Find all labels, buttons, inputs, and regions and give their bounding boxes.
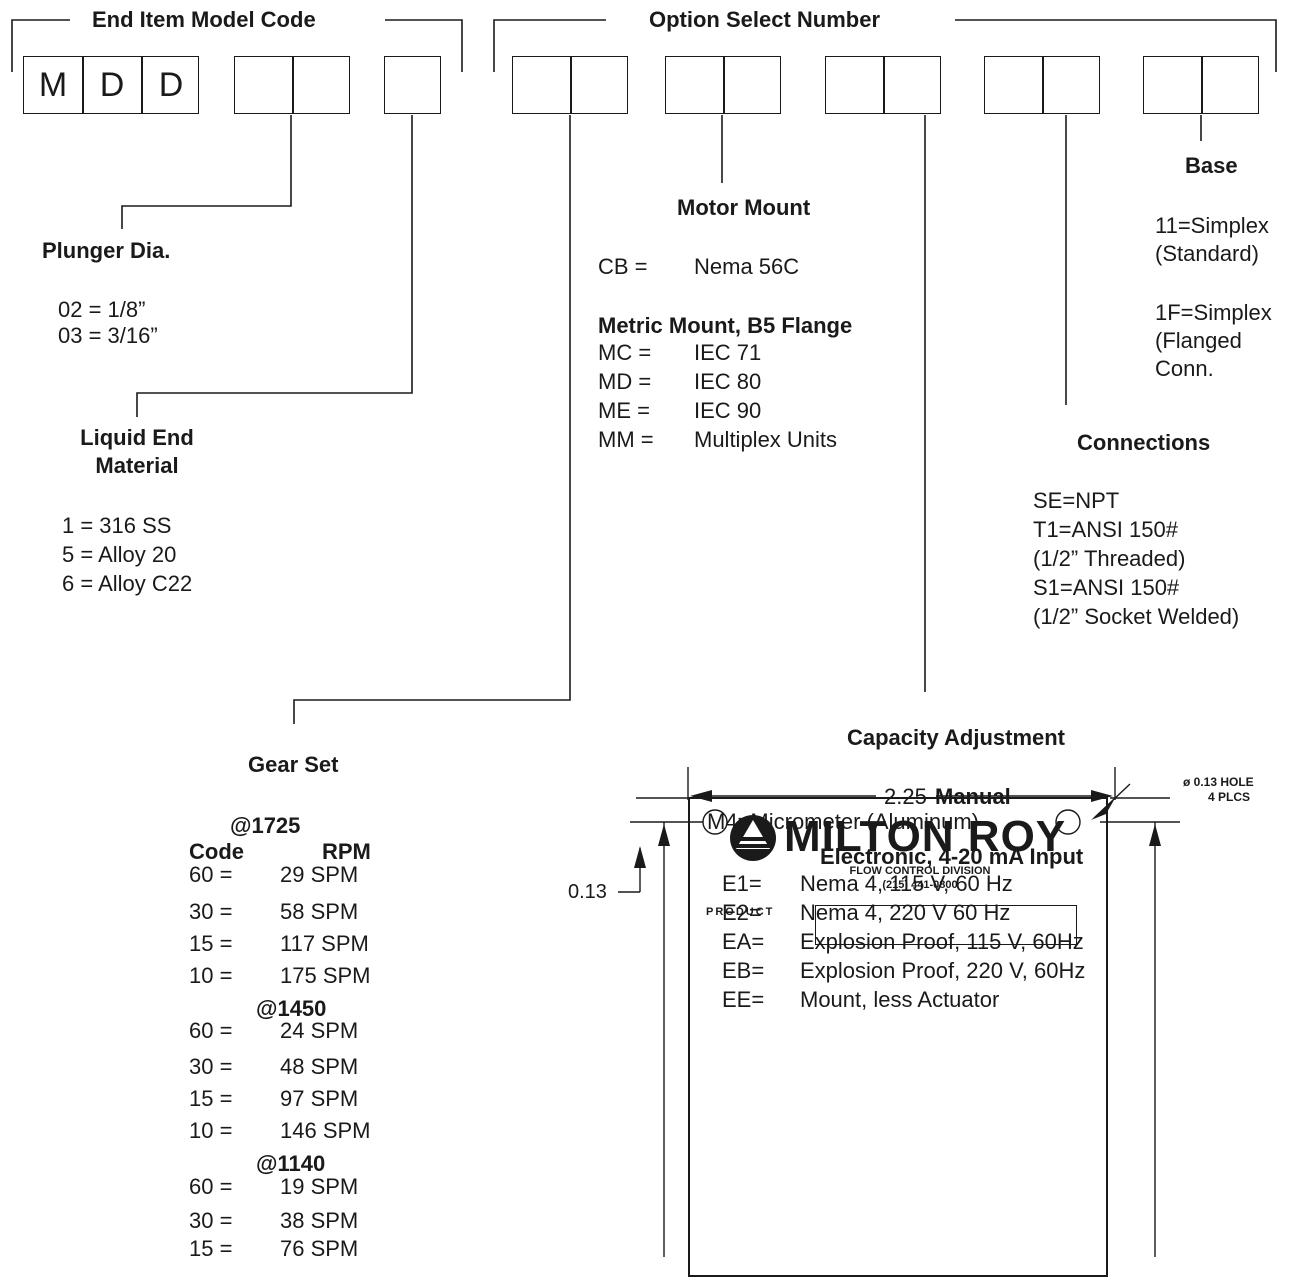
- connections-line: SE=NPT: [1033, 488, 1120, 513]
- gear-spm: 117 SPM: [280, 931, 369, 956]
- motor-mount-code: ME =: [598, 398, 650, 423]
- gear-code: 60 =: [189, 1018, 233, 1043]
- motor-mount-code-box: [665, 56, 781, 114]
- base-code-box: [1143, 56, 1259, 114]
- capacity-manual-title: Manual: [935, 784, 1011, 809]
- motor-mount-cb-value: Nema 56C: [694, 254, 800, 279]
- gear-code: 60 =: [189, 862, 233, 887]
- capacity-code: EB=: [722, 958, 765, 983]
- gear-spm: 146 SPM: [280, 1118, 371, 1143]
- logo-mark-icon: [730, 815, 776, 861]
- capacity-code: E1=: [722, 871, 762, 896]
- width-dimension: 2.25: [884, 784, 927, 809]
- base-line: 1F=Simplex: [1155, 300, 1272, 325]
- gear-spm: 76 SPM: [280, 1236, 359, 1261]
- motor-mount-value: Multiplex Units: [694, 427, 838, 452]
- capacity-value: Mount, less Actuator: [800, 987, 1000, 1012]
- capacity-value: Nema 4, 115 V, 60 Hz: [800, 871, 1013, 896]
- gear-spm: 175 SPM: [280, 963, 371, 988]
- model-letter-d: D: [99, 65, 125, 104]
- connections-code-box: [984, 56, 1100, 114]
- model-code-box: M D D: [23, 56, 199, 114]
- liquid-end-title: Liquid End: [80, 425, 194, 450]
- hole-note-2: 4 PLCS: [1208, 790, 1251, 804]
- base-line: 11=Simplex: [1155, 213, 1269, 238]
- capacity-value: Nema 4, 220 V 60 Hz: [800, 900, 1011, 925]
- connections-line: (1/2” Threaded): [1033, 546, 1186, 571]
- gear-spm: 19 SPM: [280, 1174, 359, 1199]
- gear-code: 10 =: [189, 1118, 233, 1143]
- connections-line: T1=ANSI 150#: [1033, 517, 1178, 542]
- motor-mount-value: IEC 80: [694, 369, 762, 394]
- connections-title: Connections: [1077, 430, 1211, 455]
- plunger-code-box: [234, 56, 350, 114]
- motor-mount-value: IEC 71: [694, 340, 762, 365]
- motor-mount-code: MD =: [598, 369, 652, 394]
- capacity-code: EA=: [722, 929, 765, 954]
- product-label: PRODUCT: [706, 906, 775, 918]
- capacity-code: EE=: [722, 987, 765, 1012]
- division-phone: (215) 441-0800: [882, 879, 958, 891]
- product-field: [815, 905, 1077, 945]
- gear-speed-1450: @1450: [256, 996, 327, 1021]
- gear-rpm-header: RPM: [322, 839, 371, 864]
- base-title: Base: [1185, 153, 1238, 178]
- connections-line: (1/2” Socket Welded): [1033, 604, 1240, 629]
- gear-spm: 38 SPM: [280, 1208, 359, 1233]
- capacity-code: E2=: [722, 900, 762, 925]
- gear-speed-1140: @1140: [256, 1151, 326, 1176]
- liquid-end-item: 1 = 316 SS: [62, 513, 172, 538]
- plunger-dia-title: Plunger Dia.: [42, 238, 171, 263]
- base-line: (Standard): [1155, 241, 1259, 266]
- hole-note: ø 0.13 HOLE: [1183, 775, 1254, 789]
- gear-code: 30 =: [189, 1054, 233, 1079]
- liquid-end-code-box: [384, 56, 441, 114]
- gear-spm: 97 SPM: [280, 1086, 359, 1111]
- base-line: (Flanged: [1155, 328, 1242, 353]
- motor-mount-title: Motor Mount: [677, 195, 811, 220]
- offset-dimension: 0.13: [568, 881, 607, 903]
- capacity-value: Explosion Proof, 220 V, 60Hz: [800, 958, 1086, 983]
- gear-set-title: Gear Set: [248, 752, 339, 777]
- connections-line: S1=ANSI 150#: [1033, 575, 1180, 600]
- option-select-number-title: Option Select Number: [649, 7, 881, 32]
- motor-mount-code: MC =: [598, 340, 652, 365]
- end-item-model-code-title: End Item Model Code: [92, 7, 316, 32]
- division-name: FLOW CONTROL DIVISION: [849, 865, 991, 877]
- gear-code: 10 =: [189, 963, 233, 988]
- gear-code-header: Code: [189, 839, 244, 864]
- gear-spm: 48 SPM: [280, 1054, 359, 1079]
- capacity-title: Capacity Adjustment: [847, 725, 1066, 750]
- capacity-code-box: [825, 56, 941, 114]
- base-line: Conn.: [1155, 356, 1214, 381]
- gear-code: 60 =: [189, 1174, 233, 1199]
- liquid-end-item: 5 = Alloy 20: [62, 542, 177, 567]
- plunger-item: 03 = 3/16”: [58, 323, 158, 348]
- gear-spm: 58 SPM: [280, 899, 359, 924]
- milton-roy-logo: MILTON ROY: [728, 815, 1108, 863]
- capacity-manual-item: M4=Micrometer (Aluminum): [707, 809, 979, 834]
- gear-spm: 29 SPM: [280, 862, 359, 887]
- capacity-electronic-title: Electronic, 4-20 mA Input: [820, 844, 1084, 869]
- capacity-value: Explosion Proof, 115 V, 60Hz: [800, 929, 1084, 954]
- liquid-end-item: 6 = Alloy C22: [62, 571, 193, 596]
- gear-code: 15 =: [189, 1236, 233, 1261]
- gear-spm: 24 SPM: [280, 1018, 359, 1043]
- gear-code: 15 =: [189, 931, 233, 956]
- model-letter-m: M: [38, 65, 68, 104]
- liquid-end-title-2: Material: [95, 453, 179, 478]
- motor-mount-code: MM =: [598, 427, 654, 452]
- model-letter-d-2: D: [158, 65, 184, 104]
- gear-code: 15 =: [189, 1086, 233, 1111]
- motor-mount-value: IEC 90: [694, 398, 762, 423]
- brand-name: MILTON ROY: [784, 812, 1067, 861]
- gear-set-code-box: [512, 56, 628, 114]
- motor-mount-cb-code: CB =: [598, 254, 648, 279]
- plunger-item: 02 = 1/8”: [58, 297, 146, 322]
- gear-code: 30 =: [189, 899, 233, 924]
- gear-code: 30 =: [189, 1208, 233, 1233]
- metric-mount-title: Metric Mount, B5 Flange: [598, 313, 853, 338]
- gear-speed-1725: @1725: [230, 813, 301, 838]
